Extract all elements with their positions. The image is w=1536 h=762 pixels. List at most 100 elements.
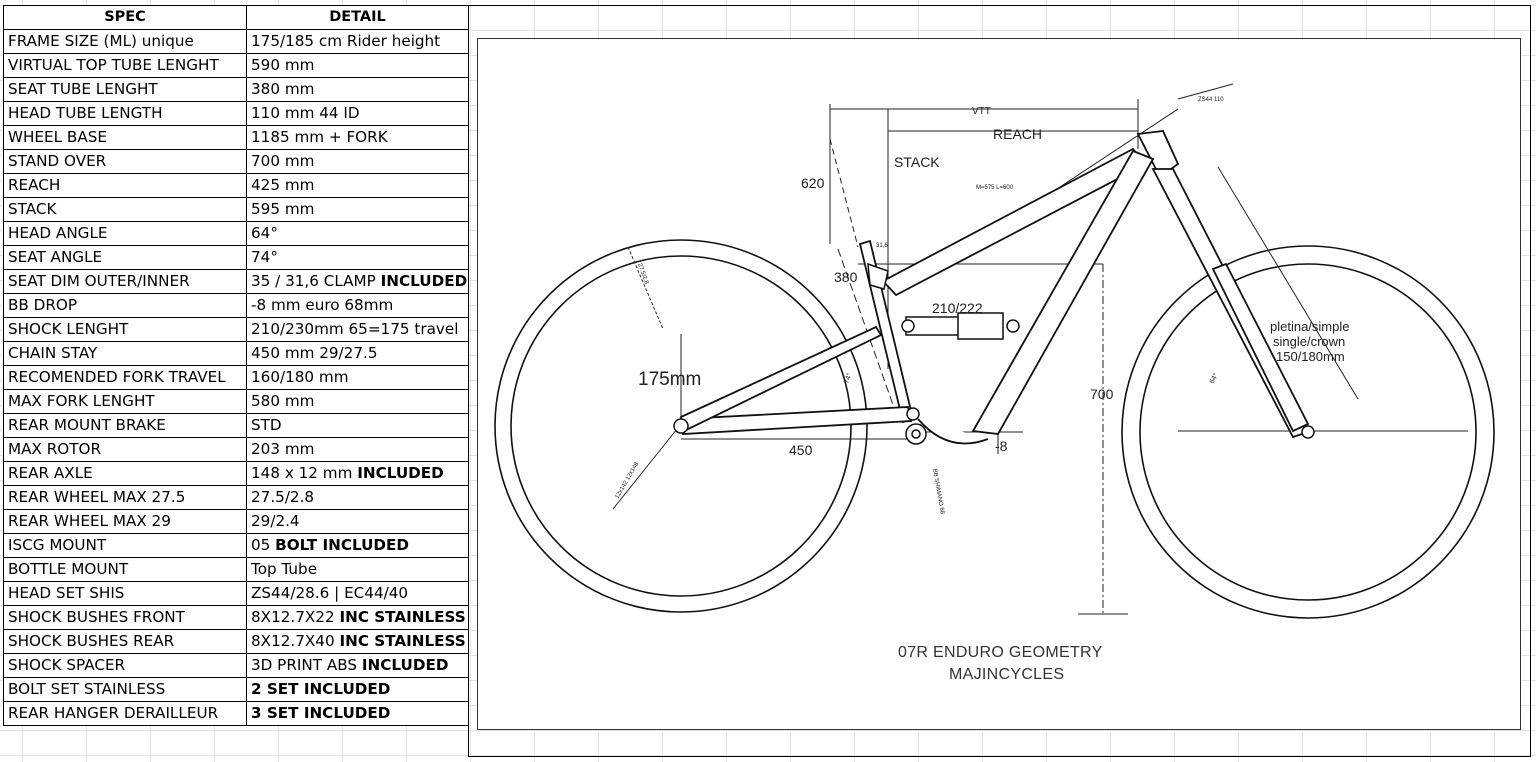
spec-cell: REAR WHEEL MAX 29: [3, 509, 247, 534]
detail-bold-text: INCLUDED: [380, 272, 468, 290]
detail-text: 175/185 cm Rider height: [251, 32, 441, 50]
detail-text: 1185 mm + FORK: [251, 128, 388, 146]
svg-text:ZS44 110: ZS44 110: [1198, 97, 1224, 103]
detail-text: 160/180 mm: [251, 368, 349, 386]
detail-bold-text: INCLUDED: [361, 656, 449, 674]
detail-cell: ZS44/28.6 | EC44/40: [246, 581, 469, 606]
spec-cell: RECOMENDED FORK TRAVEL: [3, 365, 247, 390]
spec-cell: SEAT ANGLE: [3, 245, 247, 270]
spec-cell: SEAT DIM OUTER/INNER: [3, 269, 247, 294]
spec-cell: VIRTUAL TOP TUBE LENGHT: [3, 53, 247, 78]
detail-text: 425 mm: [251, 176, 315, 194]
detail-text: 595 mm: [251, 200, 315, 218]
spec-cell: REAR MOUNT BRAKE: [3, 413, 247, 438]
svg-text:12x142 12x148: 12x142 12x148: [615, 461, 641, 500]
spec-cell: WHEEL BASE: [3, 125, 247, 150]
detail-text: 110 mm 44 ID: [251, 104, 360, 122]
detail-text: 700 mm: [251, 152, 315, 170]
svg-text:210/222: 210/222: [932, 300, 983, 316]
column-header-spec: SPEC: [3, 5, 247, 30]
table-header-row: SPEC DETAIL: [3, 5, 469, 30]
svg-text:BB SHIMANO 68: BB SHIMANO 68: [931, 468, 945, 515]
detail-cell: 2 SET INCLUDED: [246, 677, 469, 702]
svg-text:74°: 74°: [842, 372, 853, 385]
detail-cell: 590 mm: [246, 53, 469, 78]
detail-cell: 1185 mm + FORK: [246, 125, 469, 150]
spec-cell: REACH: [3, 173, 247, 198]
detail-cell: 580 mm: [246, 389, 469, 414]
detail-cell: 27.5/2.8: [246, 485, 469, 510]
detail-cell: 210/230mm 65=175 travel: [246, 317, 469, 342]
detail-cell: 74°: [246, 245, 469, 270]
detail-bold-text: BOLT INCLUDED: [275, 536, 410, 554]
table-row: BB DROP-8 mm euro 68mm: [3, 293, 469, 318]
svg-text:380: 380: [834, 269, 858, 285]
spec-cell: ISCG MOUNT: [3, 533, 247, 558]
detail-bold-text: 2 SET INCLUDED: [251, 680, 391, 698]
svg-text:VTT: VTT: [972, 106, 991, 117]
detail-cell: 05 BOLT INCLUDED: [246, 533, 469, 558]
detail-cell: -8 mm euro 68mm: [246, 293, 469, 318]
detail-text: ZS44/28.6 | EC44/40: [251, 584, 409, 602]
spec-cell: STACK: [3, 197, 247, 222]
spec-cell: SHOCK BUSHES REAR: [3, 629, 247, 654]
detail-cell: 29/2.4: [246, 509, 469, 534]
detail-text: 3D PRINT ABS: [251, 656, 362, 674]
detail-cell: 450 mm 29/27.5: [246, 341, 469, 366]
detail-text: -8 mm euro 68mm: [251, 296, 394, 314]
spec-cell: SHOCK SPACER: [3, 653, 247, 678]
detail-cell: 8X12.7X40 INC STAINLESS: [246, 629, 469, 654]
detail-text: 450 mm 29/27.5: [251, 344, 378, 362]
detail-text: 29/2.4: [251, 512, 300, 530]
spec-cell: REAR HANGER DERAILLEUR: [3, 701, 247, 726]
pivots: [673, 262, 1315, 445]
detail-cell: 160/180 mm: [246, 365, 469, 390]
frame-tubes: [679, 130, 1310, 445]
detail-text: 05: [251, 536, 276, 554]
front-tire-outer: [1121, 245, 1495, 619]
spec-cell: BOLT SET STAINLESS: [3, 677, 247, 702]
detail-bold-text: INCLUDED: [357, 464, 444, 482]
spec-cell: SHOCK BUSHES FRONT: [3, 605, 247, 630]
detail-cell: 700 mm: [246, 149, 469, 174]
svg-text:700: 700: [1090, 386, 1114, 402]
detail-text: 35 / 31,6 CLAMP: [251, 272, 381, 290]
shock: [901, 312, 1020, 340]
detail-bold-text: INC STAINLESS: [339, 608, 466, 626]
detail-text: 203 mm: [251, 440, 315, 458]
detail-text: 64°: [251, 224, 278, 242]
spec-cell: SHOCK LENGHT: [3, 317, 247, 342]
svg-text:single/crown: single/crown: [1273, 334, 1345, 349]
detail-cell: STD: [246, 413, 469, 438]
svg-text:64°: 64°: [1208, 372, 1220, 385]
detail-text: 8X12.7X40: [251, 632, 340, 650]
geometry-drawing: VTT REACH STACK 620 380 175mm 450 700 -8…: [477, 38, 1521, 730]
detail-cell: 3D PRINT ABS INCLUDED: [246, 653, 469, 678]
drawing-caption-title: 07R ENDURO GEOMETRY: [898, 644, 1103, 661]
spec-cell: STAND OVER: [3, 149, 247, 174]
detail-cell: 203 mm: [246, 437, 469, 462]
